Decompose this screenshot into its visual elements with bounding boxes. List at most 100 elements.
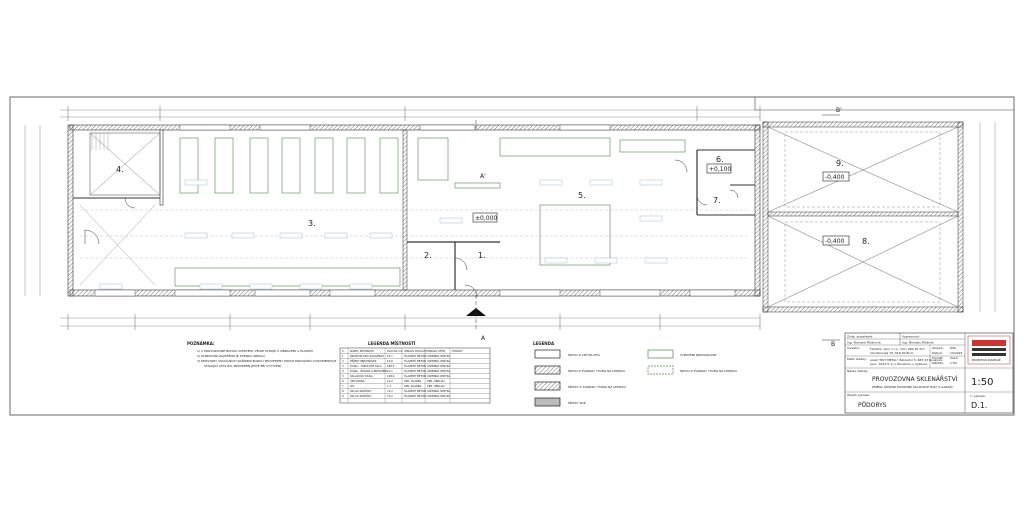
meta-meritko-value: 1:50 [950,361,957,365]
mista-line-2: parc. 1647/3, k.ú. Rousínov u Vyškova [870,362,927,366]
legend-table-cell: HLAZENÝ BETON [404,368,426,373]
material-legend-item-3: PŘÍČKY Z TVÁRNIC YTONG NA LEPIDLO [568,384,626,389]
legend-table-cell: 5 [342,374,344,378]
meta-stupen-value: DSP [950,346,956,350]
notes-title: POZNÁMKA: [187,341,215,346]
legend-header-cell: PLOCHA m2 [387,349,403,353]
legend-table-cell: SKLADOVÁ DÍLNA [350,373,373,378]
legend-table-cell: 10,2 [387,379,393,383]
legend-table-cell: 72,2 [387,389,393,393]
legend-table-cell: HLAZENÝ BETON [404,353,426,358]
legend-table-cell: 72,2 [387,394,393,398]
stavba-label: Název stavby: [847,369,868,373]
room-number-2: 2. [424,251,432,260]
project-title: PROVOZOVNA SKLENÁŘSTVÍ [872,375,958,383]
vypracoval-label: Vypracoval: [902,335,920,339]
scale-value: 1:50 [971,377,993,388]
legend-table-cell: HLAZENÝ BETON [404,393,426,398]
material-legend-equipment: VYBAVENÍ PROVOZOVNY [680,352,717,357]
room-legend-table: LEGENDA MÍSTNOSTÍ Č. NÁZEV MÍSTNOSTI PLOCH… [339,341,491,404]
room-number-5: 5. [578,191,586,200]
sheet-border [9,96,1015,416]
legend-header-cell: ÚPRAVA PODLAHY [404,348,428,353]
legend-table-cell: 1 [342,354,344,358]
main-building [67,124,761,298]
legend-table-cell: 6 [342,379,344,383]
room-number-7: 7. [713,196,721,205]
storage-annex [762,121,964,313]
legend-table-cell: SKLAD ZÁPOČKY [350,388,372,393]
drawing-number-label: č. výkresu [970,394,985,398]
legend-table-cell: VÁPENNÁ OMÍTKA [427,363,450,368]
legend-table-cell: VÁPENNÁ OMÍTKA [427,358,450,363]
meta-format-label: Formát: [932,356,944,360]
investor-line-2: Chodbovská 70, 618 00 Brno [870,351,914,355]
meta-datum-label: Datum: [932,351,943,355]
legend-table-cell: 2 [342,359,344,363]
meta-datum-value: 10/2024 [950,351,963,355]
legend-table-cell: 8 [342,389,344,393]
legend-table-cell: PROSTOR PRO ZÁKAZNÍKY [350,353,385,358]
legend-table-cell: HLAZENÝ BETON [404,388,426,393]
section-markers: A A' B' B [466,107,842,348]
workshop-equipment [174,137,686,287]
dimension-lines [24,109,996,327]
legend-table-cell: KER. OBKLAD [427,379,445,383]
room-number-4: 4. [116,165,124,174]
legend-table-cell: 1,7 [387,384,391,388]
legend-table-cell: DÍLNA - TABULOVÉ SKLA [350,363,382,368]
legend-table-cell: DÍLNA - ŘEZÁNÍ A BROUŠENÍ [350,368,387,373]
mista-line-1: areál "HUT METAL" Zahradní 5, 683 23 Rou… [870,358,943,362]
legend-table-cell: 10,6 [387,359,393,363]
material-legend-item-4: PŘÍČKY SDK [568,400,587,405]
legend-table-cell: WC [350,384,355,388]
legend-table-cell: VÁPENNÁ OMÍTKA [427,388,450,393]
legend-table-cell: 9 [342,394,344,398]
level-main: ±0,000 [475,215,497,222]
legend-header-cell: Č. [342,348,345,353]
legend-table-cell: 168,4 [387,374,395,378]
legend-table-cell: SKLAD ZÁPOČKY [350,393,372,398]
legend-header-cell: ÚPRAVA STĚN [427,348,445,353]
room-number-6: 6. [716,155,724,164]
drawing-name: PŮDORYS [858,402,887,409]
drawing-number: D.1. [971,401,987,410]
legend-table-cell: 186,5 [387,364,395,368]
material-legend-item-1: ZDIVO Z CPP NA MVC [568,353,600,357]
level-room9: -0,400 [825,174,845,181]
section-a2-label: A' [480,173,486,180]
vypracoval-name: Ing. Miroslav Řičánek [902,340,934,345]
room-legend-title: LEGENDA MÍSTNOSTÍ [368,341,416,346]
meta-stupen-label: Stupeň: [932,346,944,350]
note-line-2: 2) PARKOVÁNÍ ZAJIŠTĚNO JE ZVENKU AREÁLU [197,353,265,358]
mista-label: Místo stavby: [847,357,867,361]
room-number-8: 8. [862,237,870,246]
zodp-label: Zodp. projektant: [847,335,873,339]
legend-table-cell: 16,1 [387,354,393,358]
legend-table-cell: KER. OBKLAD [427,384,445,388]
legend-header-cell: STROPU [452,349,463,353]
legend-table-cell: KER. DLAŽBA [404,383,422,388]
section-b-label: B [831,341,835,348]
material-legend-item-2: ZDIVO Z TVÁRNIC YTONG NA LEPIDLO [568,368,626,373]
legend-table-cell: UMÝVÁRNA [350,378,365,383]
legend-table-cell: HLAZENÝ BETON [404,363,426,368]
legend-table-cell: VÁPENNÁ OMÍTKA [427,373,450,378]
legend-table-cell: VÁPENNÁ OMÍTKA [427,353,450,358]
legend-table-cell: KER. DLAŽBA [404,378,422,383]
legend-table-cell: VÁPENNÁ OMÍTKA [427,393,450,398]
logo-text: PROJEKTOVÁ KANCELÁŘ [972,359,1001,362]
level-room6: +0,100 [709,166,731,173]
room-number-1: 1. [478,251,486,260]
room-number-3: 3. [308,219,316,228]
legend-header-cell: NÁZEV MÍSTNOSTI [350,348,374,353]
zodp-name: Ing. Romana Řičánová [847,340,881,345]
material-legend-ytong: ZDIVO Z TVÁRNIC YTONG NA LEPIDLO [680,368,738,373]
legend-table-cell: 22,1 [387,369,393,373]
investor-line-1: FLUDAL, spol. s r.o., IČO: 269 46 317 [870,346,925,351]
section-a-label: A [481,335,486,342]
meta-meritko-label: Měřítko: [932,361,944,365]
meta-format-value: 4xA4 [950,356,958,360]
material-legend-title: LEGENDA [533,341,555,346]
